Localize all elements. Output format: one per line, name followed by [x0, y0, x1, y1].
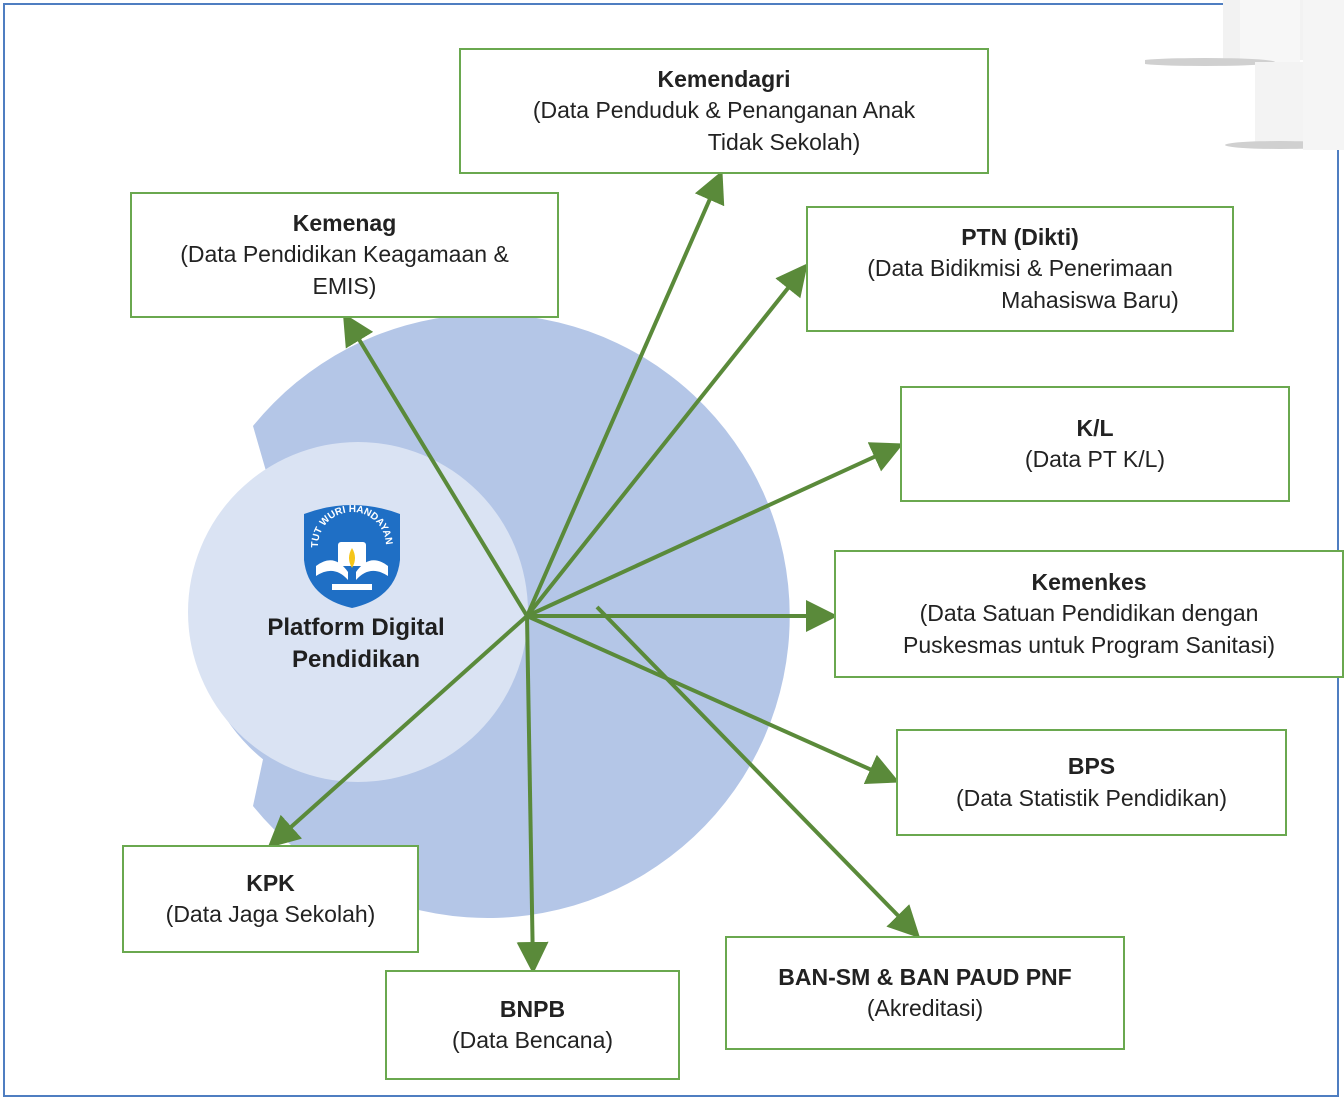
node-desc: (Data Statistik Pendidikan)	[955, 784, 1227, 811]
node-title: PTN (Dikti)	[961, 224, 1079, 251]
arrow-to-kemendagri	[525, 170, 725, 617]
node-desc: Puskesmas untuk Program Sanitasi)	[903, 631, 1275, 658]
node-desc: EMIS)	[312, 272, 377, 299]
hub-inner-disc	[188, 442, 528, 782]
node-ptn-dikti: PTN (Dikti) (Data Bidikmisi & Penerimaan…	[806, 206, 1234, 332]
node-bps: BPS (Data Statistik Pendidikan)	[896, 729, 1287, 836]
hub-title-line1: Platform Digital	[267, 614, 445, 641]
arrow-to-ban-sm-paud	[595, 605, 921, 939]
node-kemendagri: Kemendagri (Data Penduduk & Penanganan A…	[459, 48, 989, 174]
hub-title-line2: Pendidikan	[291, 646, 421, 674]
node-ban-sm-paud: BAN-SM & BAN PAUD PNF (Akreditasi)	[725, 936, 1125, 1050]
node-title: BNPB	[499, 995, 566, 1022]
node-kemenkes: Kemenkes (Data Satuan Pendidikan dengan …	[834, 550, 1344, 678]
node-kpk: KPK (Data Jaga Sekolah)	[122, 845, 419, 953]
arrow-to-ptn-dikti	[525, 263, 808, 618]
node-bnpb: BNPB (Data Bencana)	[385, 970, 680, 1080]
arrow-to-kl	[526, 442, 904, 618]
arrow-to-kpk	[267, 614, 529, 848]
node-title: BAN-SM & BAN PAUD PNF	[778, 963, 1072, 990]
arrow-to-kemenag	[342, 312, 529, 618]
node-desc: (Akreditasi)	[866, 995, 984, 1021]
node-kemenag: Kemenag (Data Pendidikan Keagamaan & EMI…	[130, 192, 559, 318]
node-title: BPS	[1067, 753, 1116, 780]
node-desc: (Data Jaga Sekolah)	[165, 901, 376, 927]
node-desc: Mahasiswa Baru)	[1001, 286, 1179, 313]
arrow-to-bps	[526, 614, 900, 785]
tut-wuri-handayani-logo: TUT WURI HANDAYANI	[295, 494, 408, 610]
arrow-to-bnpb	[516, 615, 549, 974]
node-desc: (Data PT K/L)	[1024, 446, 1166, 472]
node-title: Kemendagri	[657, 66, 791, 93]
node-title: KPK	[246, 869, 295, 896]
node-desc: (Data Satuan Pendidikan dengan	[919, 600, 1259, 627]
node-kl: K/L (Data PT K/L)	[900, 386, 1290, 502]
hub-label: Platform Digital Pendidikan	[232, 612, 480, 677]
node-title: Kemenkes	[1031, 569, 1147, 596]
node-desc: (Data Bidikmisi & Penerimaan	[867, 255, 1173, 282]
node-title: K/L	[1076, 414, 1114, 441]
corner-decoration	[1135, 0, 1344, 160]
node-desc: (Data Penduduk & Penanganan Anak	[532, 97, 916, 124]
node-desc: Tidak Sekolah)	[707, 128, 861, 155]
node-desc: (Data Bencana)	[451, 1027, 614, 1053]
node-title: Kemenag	[292, 210, 397, 237]
connector-arrows	[267, 170, 921, 974]
node-desc: (Data Pendidikan Keagamaan &	[180, 241, 509, 268]
